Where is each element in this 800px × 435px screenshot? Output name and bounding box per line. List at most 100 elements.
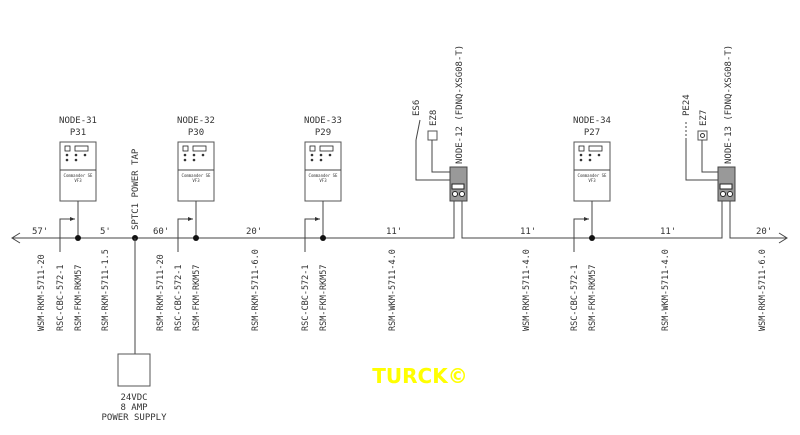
ez7-sensor-icon	[697, 130, 708, 141]
distance-label: 20'	[246, 227, 262, 237]
power-tap: SPTC1 POWER TAP 24VDC 8 AMP POWER SUPPLY	[101, 148, 167, 423]
distance-label: 5'	[100, 227, 111, 237]
cable-label: RSM-FKM-RKM57	[192, 264, 202, 331]
node-dot	[320, 235, 326, 241]
distance-label: 20'	[756, 227, 772, 237]
cable-label: RSM-RKM-5711-1.5	[101, 249, 111, 331]
drive-box	[177, 141, 215, 202]
panel-label: Commander SE	[182, 173, 211, 178]
io-node-12: ES6 EZ8 NODE-12 (FDNQ-XSG08-T)	[412, 45, 468, 202]
panel-label: Commander SE	[578, 173, 607, 178]
keypad-icon	[309, 145, 316, 152]
tap-arrow-icon	[584, 217, 589, 221]
power-tap-label: SPTC1 POWER TAP	[131, 148, 141, 230]
distance-label: 60'	[153, 227, 169, 237]
cable-label: RSM-WKM-5711-4.0	[661, 249, 671, 331]
model-label: VF3	[588, 178, 596, 183]
display-icon	[319, 145, 334, 152]
button-icon	[579, 158, 583, 162]
distance-label: 57'	[32, 227, 48, 237]
node-port: P29	[315, 128, 331, 138]
button-icon	[192, 158, 196, 162]
right-arrow-icon	[778, 232, 788, 244]
node-dot	[75, 235, 81, 241]
button-icon	[588, 158, 592, 162]
distance-labels: 57' 5' 60' 20' 11' 11' 11' 20'	[32, 227, 772, 237]
cable-label: RSM-FKM-RKM57	[74, 264, 84, 331]
drive-box	[573, 141, 611, 202]
distance-label: 11'	[520, 227, 536, 237]
node-name: NODE-34	[573, 116, 611, 126]
keypad-icon	[182, 145, 189, 152]
keypad-icon	[578, 145, 585, 152]
display-icon	[74, 145, 89, 152]
keypad-icon	[64, 145, 71, 152]
input-label: EZ7	[699, 110, 709, 126]
button-icon	[65, 158, 69, 162]
button-icon	[588, 153, 592, 157]
model-label: VF3	[192, 178, 200, 183]
panel-label: Commander SE	[309, 173, 338, 178]
button-icon	[74, 153, 78, 157]
supply-label: POWER SUPPLY	[101, 413, 167, 423]
node-port: P27	[584, 128, 600, 138]
tap-arrow-icon	[315, 217, 320, 221]
cable-label: WSM-RKM-5711-6.0	[758, 249, 768, 331]
node-name: NODE-33	[304, 116, 342, 126]
cable-label: RSM-FKM-RKM57	[319, 264, 329, 331]
turck-logo: TURCK©	[372, 364, 467, 388]
node-dot	[589, 235, 595, 241]
button-icon	[579, 153, 583, 157]
drive-box	[304, 141, 342, 202]
ez8-sensor-icon	[427, 130, 438, 141]
cable-label: WSM-RKM-5711-20	[37, 254, 47, 331]
node-dot	[193, 235, 199, 241]
display-icon	[192, 145, 207, 152]
supply-voltage: 24VDC	[120, 393, 147, 403]
left-arrow-icon	[11, 232, 21, 244]
node-name: NODE-31	[59, 116, 97, 126]
input-label: PE24	[682, 94, 692, 116]
cable-label: WSM-RKM-5711-4.0	[522, 249, 532, 331]
distance-label: 11'	[386, 227, 402, 237]
button-icon	[192, 153, 196, 157]
supply-current: 8 AMP	[120, 403, 148, 413]
tap-arrow-icon	[188, 217, 193, 221]
distance-label: 11'	[660, 227, 676, 237]
button-icon	[319, 153, 323, 157]
node-port: P31	[70, 128, 86, 138]
trunk-cable-labels: WSM-RKM-5711-20 RSM-RKM-5711-1.5 RSM-RKM…	[37, 249, 768, 331]
button-icon	[310, 153, 314, 157]
button-icon	[74, 158, 78, 162]
node-name: NODE-32	[177, 116, 215, 126]
cable-label: RSC-CBC-572-1	[56, 264, 66, 331]
button-icon	[183, 158, 187, 162]
input-label: ES6	[412, 100, 422, 116]
cable-label: RSM-WKM-5711-4.0	[388, 249, 398, 331]
display-icon	[588, 145, 603, 152]
drive-box	[59, 141, 97, 202]
io-node-13: PE24 EZ7 NODE-13 (FDNQ-XSG08-T)	[682, 45, 736, 202]
cable-label: RSC-CBC-572-1	[301, 264, 311, 331]
cable-label: RSC-CBC-572-1	[570, 264, 580, 331]
io-node-label: NODE-12 (FDNQ-XSG08-T)	[455, 45, 465, 164]
model-label: VF3	[319, 178, 327, 183]
input-label: EZ8	[429, 110, 439, 126]
cable-label: RSM-FKM-RKM57	[588, 264, 598, 331]
button-icon	[65, 153, 69, 157]
power-supply-box	[117, 353, 151, 387]
cable-label: RSM-RKM-5711-20	[156, 254, 166, 331]
io-node-label: NODE-13 (FDNQ-XSG08-T)	[724, 45, 734, 164]
button-icon	[183, 153, 187, 157]
model-label: VF3	[74, 178, 82, 183]
tap-arrow-icon	[70, 217, 75, 221]
button-icon	[83, 153, 87, 157]
cable-label: RSM-RKM-5711-6.0	[251, 249, 261, 331]
button-icon	[319, 158, 323, 162]
panel-label: Commander SE	[64, 173, 93, 178]
